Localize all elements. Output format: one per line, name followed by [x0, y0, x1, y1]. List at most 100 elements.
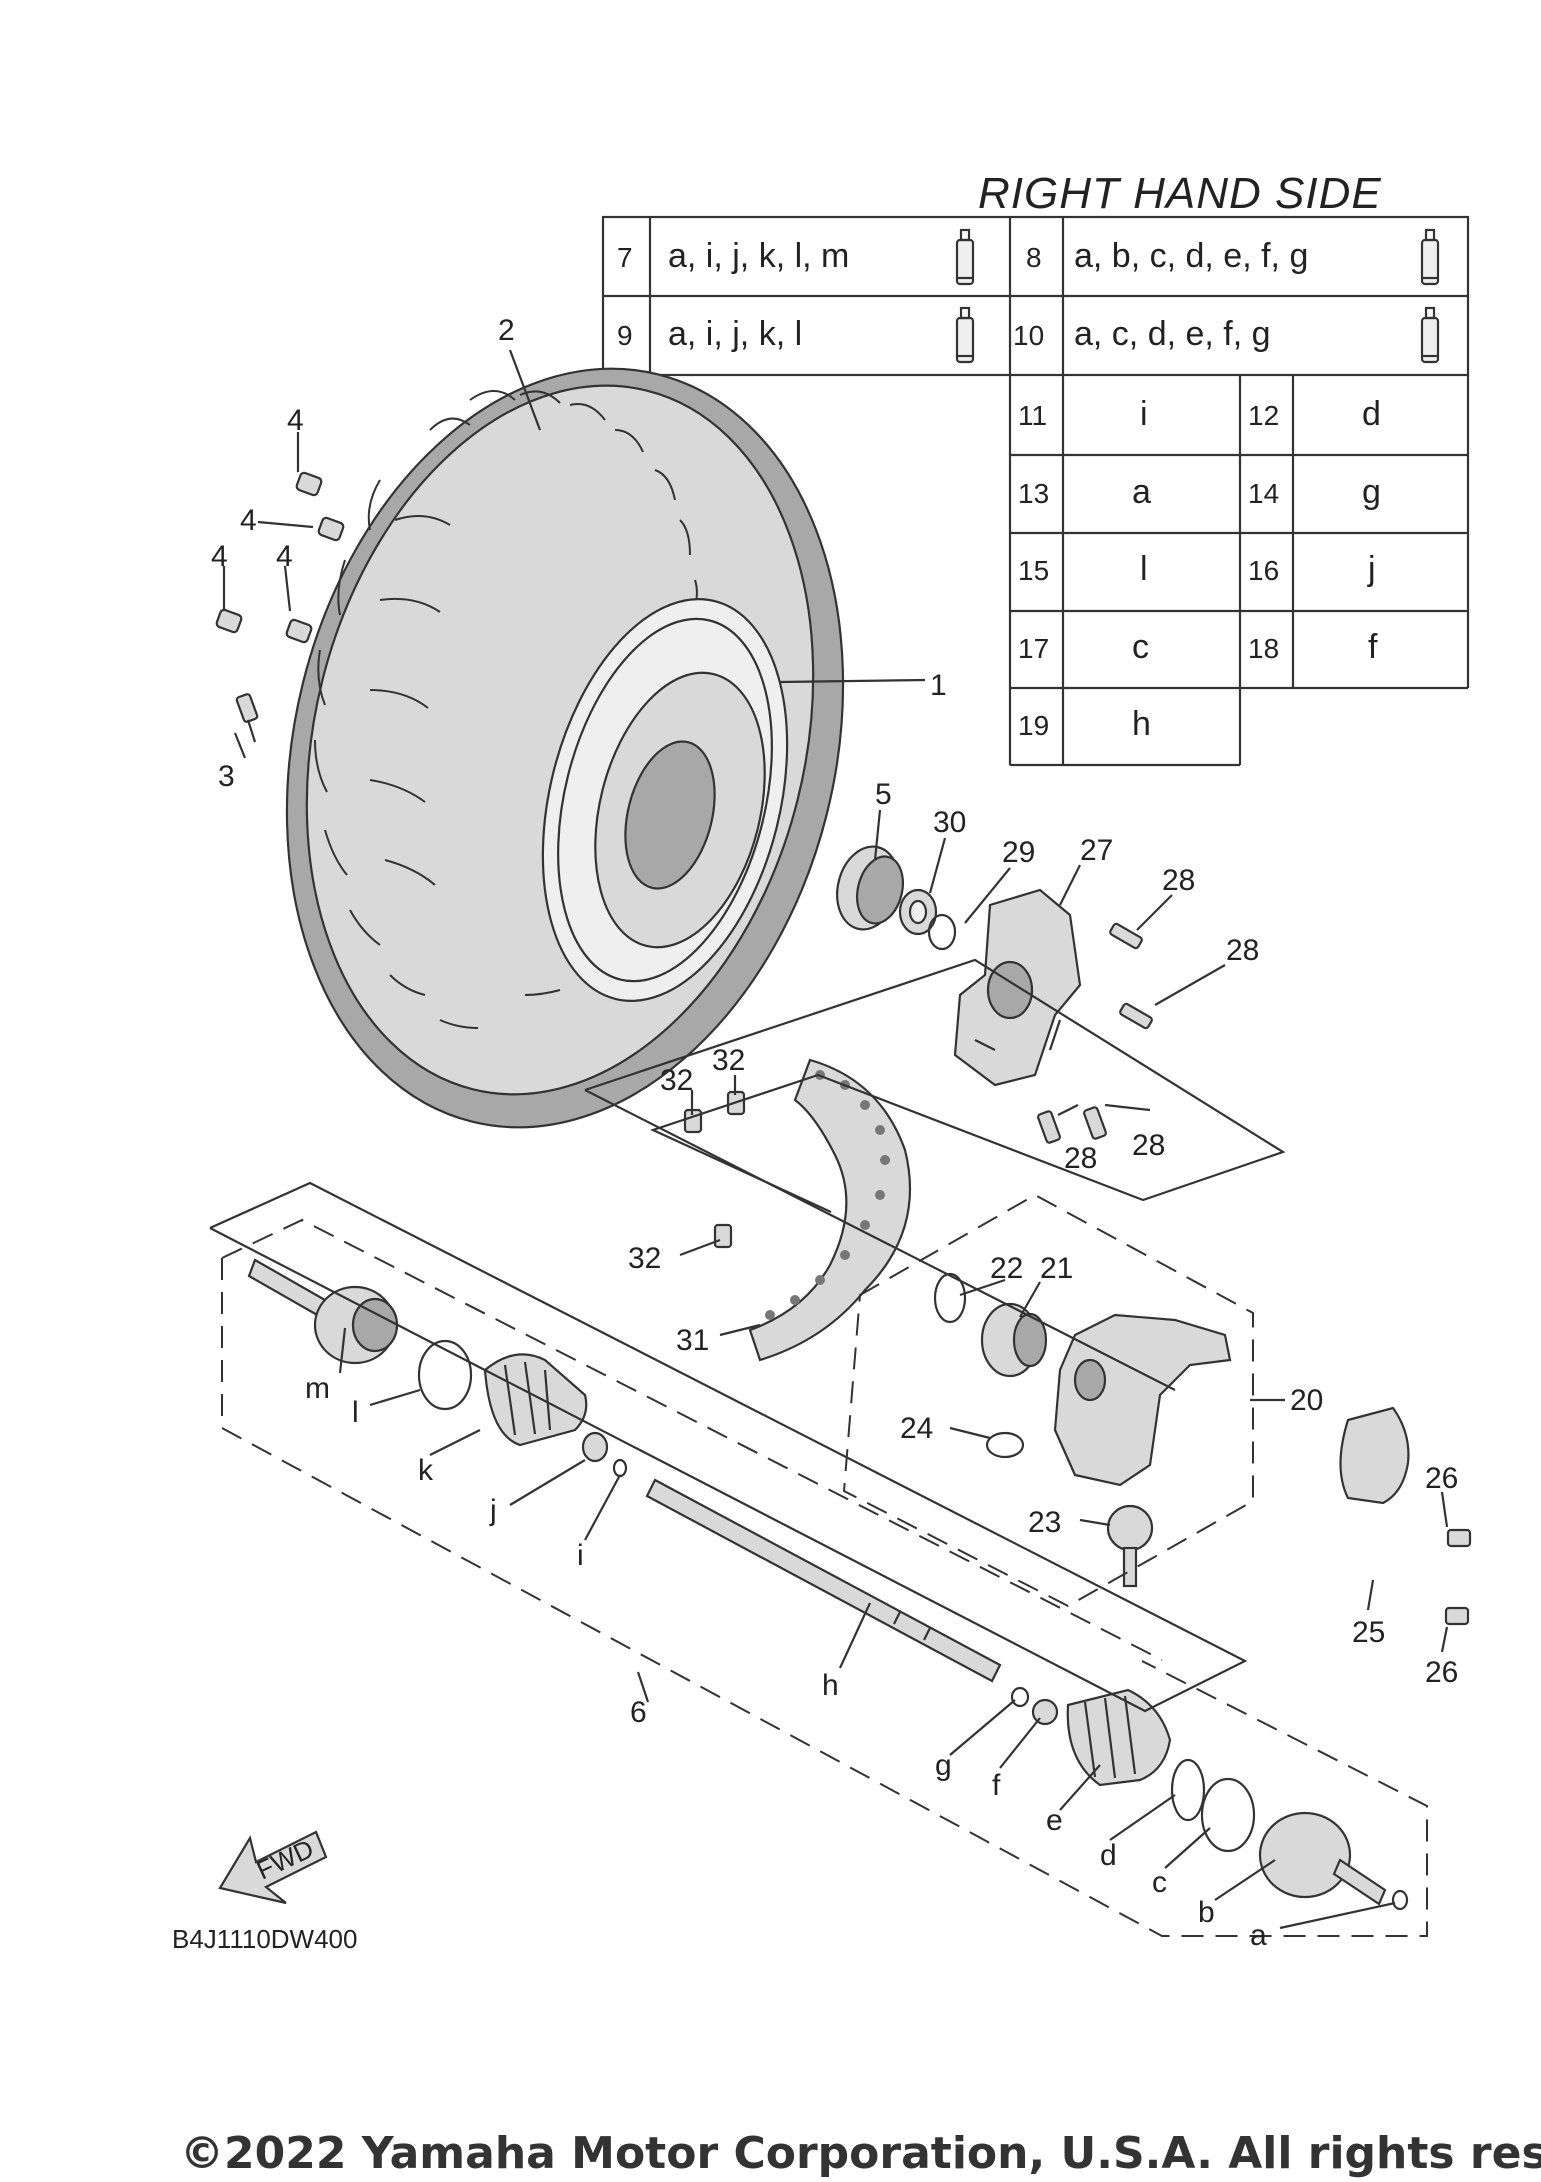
map-row-14-number: 14: [1248, 478, 1279, 509]
boot-e: [1066, 1688, 1172, 1787]
forward-arrow-icon: FWD: [218, 1830, 328, 1905]
grease-tube-icon: [1420, 306, 1440, 364]
band-d: [1170, 1758, 1206, 1822]
callout-28: 28: [1064, 1142, 1097, 1175]
callout-25: 25: [1352, 1616, 1385, 1649]
map-row-13-number: 13: [1018, 478, 1049, 509]
wheel-hub: [836, 845, 904, 931]
callout-29: 29: [1002, 836, 1035, 869]
callout-i: i: [577, 1539, 584, 1572]
inner-cv-joint: [1258, 1811, 1387, 1906]
lug-nuts: [215, 471, 345, 723]
callout-2: 2: [498, 314, 515, 347]
callout-4: 4: [276, 540, 293, 573]
callout-6: 6: [630, 1696, 647, 1729]
upright: [1053, 1313, 1232, 1487]
copyright-notice: ©2022 Yamaha Motor Corporation, U.S.A. A…: [180, 2128, 1541, 2179]
band-f: [1031, 1698, 1059, 1726]
callout-b: b: [1198, 1896, 1215, 1929]
circlip-24: [985, 1431, 1025, 1459]
diagram-title: RIGHT HAND SIDE: [978, 169, 1382, 218]
map-row-16-number: 16: [1248, 555, 1279, 586]
tire-and-wheel: [285, 367, 845, 1129]
kit-row-9-number: 9: [617, 320, 633, 351]
callout-4: 4: [287, 404, 304, 437]
drawing-code: B4J1110DW400: [172, 1924, 357, 1954]
callout-28: 28: [1162, 864, 1195, 897]
callout-e: e: [1046, 1804, 1063, 1837]
map-row-17-number: 17: [1018, 633, 1049, 664]
map-row-13-letter: a: [1132, 473, 1151, 511]
kit-table: 7 a, i, j, k, l, m 8 a, b, c, d, e, f, g…: [601, 215, 1470, 377]
brake-guard: [748, 1058, 912, 1362]
callout-26: 26: [1425, 1462, 1458, 1495]
callout-f: f: [992, 1769, 1001, 1802]
kit-row-10-number: 10: [1013, 320, 1044, 351]
ball-joint: [1106, 1504, 1154, 1588]
callout-m: m: [305, 1372, 330, 1405]
callout-c: c: [1152, 1866, 1167, 1899]
leader-lines: [222, 349, 1449, 1930]
callout-20: 20: [1290, 1384, 1323, 1417]
callout-3: 3: [218, 760, 235, 793]
callout-30: 30: [933, 806, 966, 839]
callout-23: 23: [1028, 1506, 1061, 1539]
hub-cover: [1339, 1406, 1410, 1505]
map-row-11-number: 11: [1018, 400, 1047, 431]
callout-d: d: [1100, 1839, 1117, 1872]
clip-i: [612, 1458, 628, 1478]
callout-l: l: [352, 1396, 359, 1429]
callout-24: 24: [900, 1412, 933, 1445]
clip-a: [1391, 1889, 1409, 1911]
callout-32: 32: [712, 1044, 745, 1077]
outer-cv-joint: [247, 1258, 399, 1365]
callout-27: 27: [1080, 834, 1113, 867]
map-row-18-letter: f: [1368, 628, 1378, 666]
axle-shaft: [645, 1478, 1002, 1683]
grease-tube-icon: [1420, 228, 1440, 286]
bearing: [980, 1302, 1048, 1378]
map-row-12-letter: d: [1362, 395, 1381, 433]
callout-31: 31: [676, 1324, 709, 1357]
callout-5: 5: [875, 778, 892, 811]
callout-1: 1: [930, 669, 947, 702]
map-row-11-letter: i: [1140, 395, 1148, 433]
callout-k: k: [418, 1454, 434, 1487]
kit-row-7-parts: a, i, j, k, l, m: [668, 237, 849, 275]
map-row-15-letter: l: [1140, 550, 1148, 588]
boot-k: [483, 1353, 588, 1447]
map-row-19-letter: h: [1132, 705, 1151, 743]
callout-26: 26: [1425, 1656, 1458, 1689]
cover-bolts: [1444, 1528, 1472, 1626]
assembly-frames: [209, 958, 1428, 1937]
grease-tube-icon: [955, 228, 975, 286]
stud-bolt: [246, 719, 257, 743]
circlip-22: [933, 1272, 967, 1324]
map-row-18-number: 18: [1248, 633, 1279, 664]
boot-band-l: [417, 1339, 473, 1411]
kit-row-8-parts: a, b, c, d, e, f, g: [1074, 237, 1308, 275]
callout-32: 32: [660, 1064, 693, 1097]
kit-row-8-number: 8: [1026, 242, 1042, 273]
callout-4: 4: [211, 540, 228, 573]
map-row-16-letter: j: [1367, 550, 1376, 588]
knuckle-bolts: [1037, 922, 1153, 1144]
callout-22: 22: [990, 1252, 1023, 1285]
callout-28: 28: [1226, 934, 1259, 967]
grease-tube-icon: [955, 306, 975, 364]
callout-4: 4: [240, 504, 257, 537]
map-row-17-letter: c: [1132, 628, 1149, 666]
kit-row-7-number: 7: [617, 242, 633, 273]
callout-j: j: [489, 1494, 497, 1527]
map-row-14-letter: g: [1362, 473, 1381, 511]
callouts: 2 1 4 4 4 4 3 5 30 29 27 28 28 28 28 32 …: [211, 314, 1458, 1952]
kit-row-9-parts: a, i, j, k, l: [668, 315, 802, 353]
kit-row-10-parts: a, c, d, e, f, g: [1074, 315, 1271, 353]
callout-32: 32: [628, 1242, 661, 1275]
clip-g: [1010, 1686, 1030, 1708]
callout-h: h: [822, 1669, 839, 1702]
nut-30: [898, 888, 938, 936]
washer-29: [927, 913, 957, 951]
map-row-15-number: 15: [1018, 555, 1049, 586]
